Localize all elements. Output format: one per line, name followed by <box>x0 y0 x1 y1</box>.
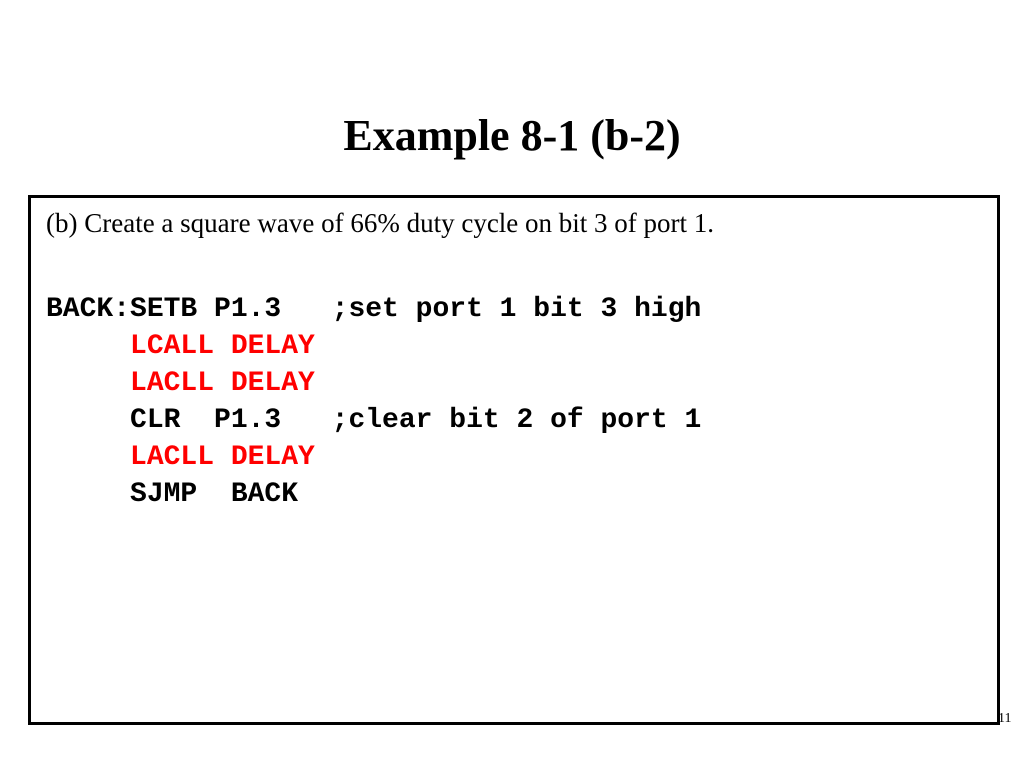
code-block: BACK:SETB P1.3 ;set port 1 bit 3 high LC… <box>46 291 701 513</box>
code-line-5: LACLL DELAY <box>46 442 315 473</box>
code-line-2: LCALL DELAY <box>46 331 315 362</box>
content-box: (b) Create a square wave of 66% duty cyc… <box>28 195 1000 725</box>
slide-title: Example 8-1 (b-2) <box>343 111 681 160</box>
code-line-6: SJMP BACK <box>46 479 299 510</box>
intro-text: (b) Create a square wave of 66% duty cyc… <box>46 208 715 238</box>
page-number: 11 <box>998 711 1012 726</box>
code-line-3: LACLL DELAY <box>46 368 315 399</box>
code-line-1: BACK:SETB P1.3 ;set port 1 bit 3 high <box>46 294 702 325</box>
code-line-4: CLR P1.3 ;clear bit 2 of port 1 <box>46 405 702 436</box>
